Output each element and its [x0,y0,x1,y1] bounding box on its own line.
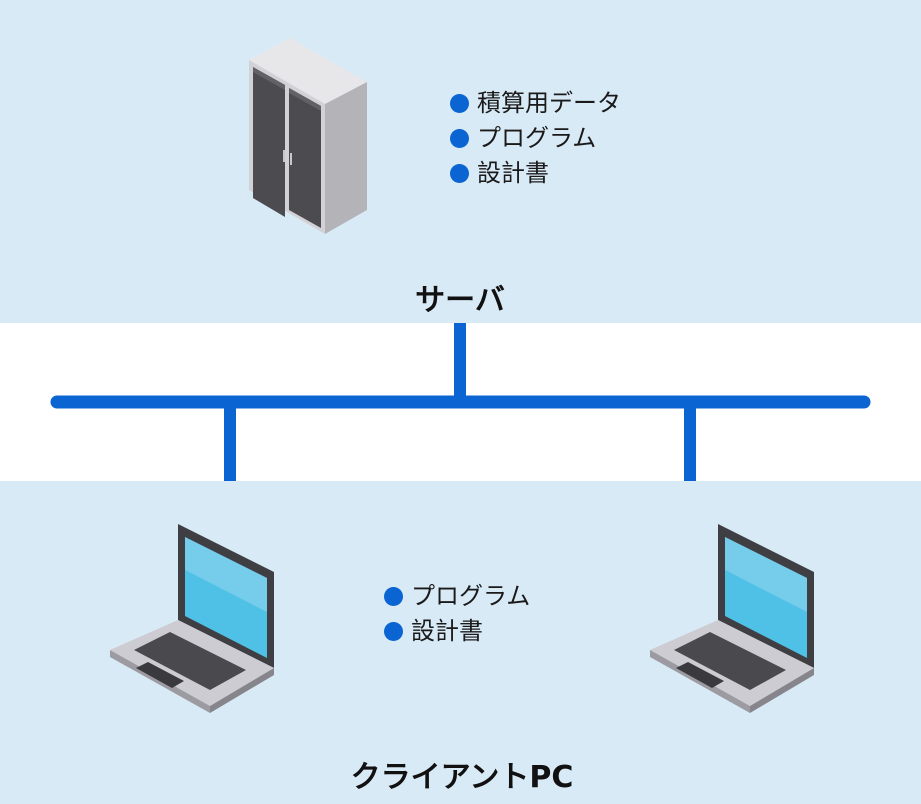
server-panel [0,0,921,323]
list-item: プログラム [384,579,530,614]
laptop-icon-left [110,524,274,713]
list-item: 積算用データ [450,86,621,121]
list-item: 設計書 [450,156,621,191]
server-rack-icon [249,38,367,234]
client-data-list: プログラム 設計書 [384,579,530,649]
server-label: サーバ [415,283,505,318]
client-label: クライアントPC [350,760,574,795]
laptop-icon-right [650,524,814,713]
list-item: 設計書 [384,614,530,649]
list-item: プログラム [450,121,621,156]
server-data-list: 積算用データ プログラム 設計書 [450,86,621,191]
